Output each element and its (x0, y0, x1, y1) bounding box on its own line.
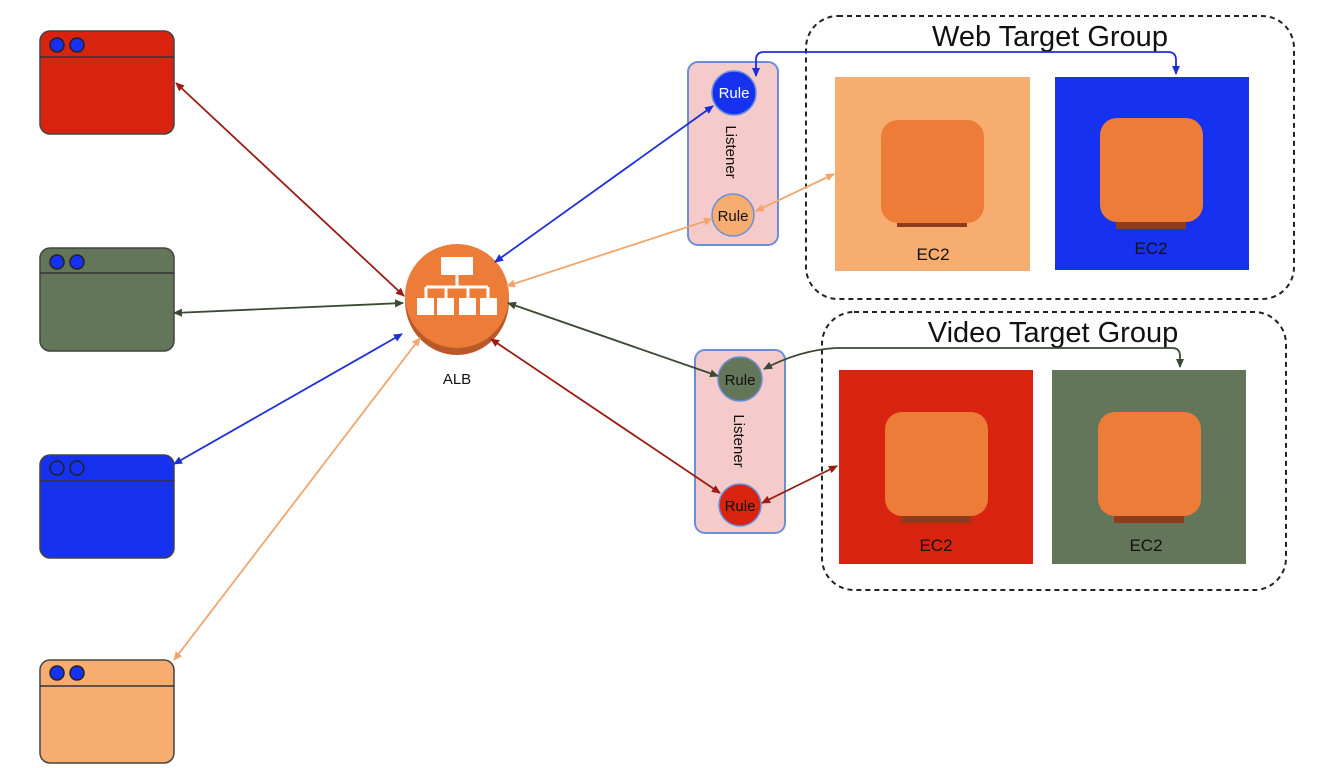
web-listener[interactable]: Listener Rule Rule (687, 61, 779, 246)
web-target-group: Web Target Group EC2 EC2 (805, 15, 1295, 300)
web-target-group-title: Web Target Group (932, 21, 1168, 53)
video-listener[interactable]: Listener Rule Rule (694, 349, 786, 534)
window-dot-icon (69, 254, 85, 270)
rule-label: Rule (725, 372, 756, 389)
ec2-chip-icon (885, 412, 988, 516)
window-dot-icon (69, 460, 85, 476)
ec2-instance[interactable]: EC2 (835, 77, 1030, 271)
rule-node[interactable]: Rule (718, 483, 762, 527)
ec2-label: EC2 (1129, 536, 1162, 555)
rule-node[interactable]: Rule (711, 70, 757, 116)
window-dot-icon (69, 37, 85, 53)
ec2-stand (901, 516, 971, 523)
arrow-alb-rule-peach (506, 217, 713, 288)
window-dot-icon (49, 37, 65, 53)
arrow-alb-rule-red (490, 338, 721, 494)
client-browser-blue[interactable] (39, 454, 175, 559)
arrow-rule-video-ec2-green (763, 347, 1184, 370)
window-dot-icon (49, 460, 65, 476)
client-browser-red[interactable] (39, 30, 175, 135)
rule-label: Rule (718, 208, 749, 225)
arrow-rule-video-ec2-red (761, 465, 838, 504)
arrow-rule-web-ec2-peach (755, 173, 835, 212)
rule-label: Rule (719, 85, 750, 102)
rule-label: Rule (725, 498, 756, 515)
ec2-instance[interactable]: EC2 (839, 370, 1033, 564)
arrow-client-red-alb (175, 82, 405, 297)
window-dot-icon (49, 254, 65, 270)
window-dot-icon (69, 665, 85, 681)
ec2-stand (1116, 222, 1186, 229)
ec2-instance[interactable]: EC2 (1052, 370, 1246, 564)
arrow-alb-rule-green (507, 301, 719, 378)
ec2-chip-icon (1100, 118, 1203, 222)
client-browser-green[interactable] (39, 247, 175, 352)
window-dot-icon (49, 665, 65, 681)
ec2-chip-icon (881, 120, 984, 223)
ec2-stand (1114, 516, 1184, 523)
listener-label: Listener (722, 125, 739, 178)
arrow-rule-web-ec2-blue (752, 51, 1180, 77)
arrow-client-blue-alb (173, 333, 403, 465)
ec2-chip-icon (1098, 412, 1201, 516)
client-browser-peach[interactable] (39, 659, 175, 764)
ec2-label: EC2 (916, 245, 949, 264)
video-target-group: Video Target Group EC2 EC2 (821, 311, 1287, 591)
rule-node[interactable]: Rule (711, 193, 755, 237)
connections (173, 51, 1184, 661)
alb-label: ALB (443, 371, 471, 388)
ec2-stand (897, 220, 967, 227)
ec2-label: EC2 (1134, 239, 1167, 258)
alb-node[interactable]: ALB (405, 244, 509, 388)
arrow-alb-rule-blue (494, 105, 714, 263)
ec2-label: EC2 (919, 536, 952, 555)
arrow-client-peach-alb (173, 337, 421, 661)
video-target-group-title: Video Target Group (928, 317, 1178, 349)
arrow-client-green-alb (173, 299, 404, 317)
ec2-instance[interactable]: EC2 (1055, 77, 1249, 270)
load-balancer-icon (417, 257, 497, 315)
rule-node[interactable]: Rule (717, 356, 763, 402)
listener-label: Listener (730, 414, 747, 467)
